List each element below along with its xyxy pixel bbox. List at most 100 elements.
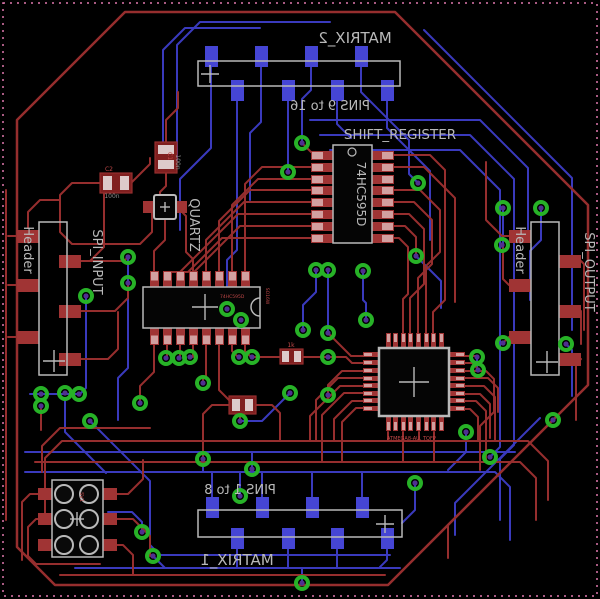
isp-pad[interactable]	[101, 488, 117, 500]
via[interactable]	[71, 386, 87, 402]
trace-top[interactable]	[179, 213, 312, 273]
spi-input-header-outline[interactable]	[38, 221, 68, 376]
via[interactable]	[558, 336, 574, 352]
trace-bottom[interactable]	[162, 27, 261, 161]
trace-top[interactable]	[333, 400, 372, 442]
spi-input-pad[interactable]	[59, 255, 81, 268]
label-matrix-1[interactable]: MATRIX_1	[200, 551, 273, 570]
via[interactable]	[134, 524, 150, 540]
trace-top[interactable]	[393, 237, 409, 334]
via[interactable]	[244, 461, 260, 477]
trace-top[interactable]	[27, 518, 101, 565]
spi-output-pad[interactable]	[559, 353, 581, 366]
trace-top[interactable]	[244, 344, 252, 358]
trace-top[interactable]	[231, 344, 239, 358]
trace-top[interactable]	[139, 344, 155, 404]
via[interactable]	[495, 200, 511, 216]
via[interactable]	[132, 395, 148, 411]
via[interactable]	[33, 398, 49, 414]
cap-c3-pad[interactable]	[245, 399, 253, 411]
via[interactable]	[294, 575, 310, 591]
via[interactable]	[545, 412, 561, 428]
via[interactable]	[219, 301, 235, 317]
label-spi-input[interactable]: SPI_INPUT	[89, 229, 104, 294]
trace-bottom[interactable]	[301, 65, 312, 144]
spi-input-pad[interactable]	[17, 331, 39, 344]
trace-top[interactable]	[130, 157, 151, 184]
via[interactable]	[78, 288, 94, 304]
trace-bottom[interactable]	[454, 417, 541, 536]
via[interactable]	[320, 349, 336, 365]
via[interactable]	[120, 249, 136, 265]
spi-input-pad[interactable]	[59, 353, 81, 366]
matrix2-connector-outline[interactable]	[197, 60, 401, 87]
isp-pad[interactable]	[101, 513, 117, 525]
trace-bottom[interactable]	[302, 269, 317, 331]
trace-top[interactable]	[44, 440, 549, 521]
label-74hc595d[interactable]: 74HC595D	[220, 294, 245, 300]
via[interactable]	[470, 362, 486, 378]
trace-bottom[interactable]	[386, 99, 431, 241]
via[interactable]	[458, 424, 474, 440]
via[interactable]	[244, 349, 260, 365]
trace-bottom[interactable]	[24, 471, 511, 541]
via[interactable]	[232, 488, 248, 504]
shift-register-pin1-mark[interactable]	[347, 147, 357, 157]
trace-top[interactable]	[485, 161, 510, 237]
spi-output-pad[interactable]	[509, 279, 531, 292]
trace-top[interactable]	[205, 201, 312, 272]
via[interactable]	[145, 548, 161, 564]
crystal-pad[interactable]	[175, 201, 187, 213]
trace-top[interactable]	[456, 400, 487, 463]
trace-top[interactable]	[202, 404, 230, 460]
resistor-r1-pad[interactable]	[294, 351, 301, 362]
matrix1-pad[interactable]	[381, 528, 394, 549]
trace-bottom[interactable]	[309, 119, 529, 241]
label-atmega8-au-tqfp[interactable]: ATMEGA8-AU, TQFP	[387, 436, 436, 442]
trace-top[interactable]	[27, 199, 61, 229]
spi-output-pad[interactable]	[509, 230, 531, 243]
via[interactable]	[407, 475, 423, 491]
matrix1-connector-outline[interactable]	[197, 509, 403, 538]
spi-input-pad[interactable]	[17, 230, 39, 243]
isp-pad[interactable]	[38, 513, 54, 525]
trace-top[interactable]	[502, 244, 510, 286]
matrix2-pad[interactable]	[205, 46, 218, 67]
crystal-pad[interactable]	[143, 201, 155, 213]
label-header[interactable]: Header	[20, 226, 35, 274]
via[interactable]	[195, 375, 211, 391]
via[interactable]	[358, 312, 374, 328]
trace-bottom[interactable]	[379, 548, 388, 568]
cap-c2-pad[interactable]	[103, 176, 112, 190]
matrix1-pad[interactable]	[206, 497, 219, 518]
isp-pin-hole[interactable]	[54, 484, 74, 504]
isp-pin-hole[interactable]	[54, 535, 74, 555]
trace-bottom[interactable]	[249, 65, 262, 201]
trace-bottom[interactable]	[336, 99, 352, 139]
label-header[interactable]: Header	[512, 226, 527, 274]
trace-bottom[interactable]	[64, 399, 107, 474]
label-c2[interactable]: C2	[105, 166, 113, 173]
trace-top[interactable]	[34, 461, 537, 521]
cap-c3-pad[interactable]	[232, 399, 240, 411]
spi-output-pad[interactable]	[509, 331, 531, 344]
trace-top[interactable]	[393, 225, 417, 257]
trace-bottom[interactable]	[329, 149, 501, 458]
via[interactable]	[232, 413, 248, 429]
label-100n[interactable]: 100n	[104, 193, 119, 200]
trace-bottom[interactable]	[401, 482, 416, 524]
label-100n[interactable]: 100n	[174, 154, 181, 169]
isp-pin-hole[interactable]	[79, 484, 99, 504]
label-so16w[interactable]: SO16W	[264, 288, 270, 305]
via[interactable]	[82, 413, 98, 429]
spi-output-pad[interactable]	[559, 305, 581, 318]
trace-bottom[interactable]	[565, 343, 573, 397]
via[interactable]	[320, 387, 336, 403]
label-pins-9-to-16[interactable]: PINS 9 to 16	[290, 99, 370, 114]
spi-input-pad[interactable]	[59, 305, 81, 318]
trace-bottom[interactable]	[319, 134, 515, 521]
label-shift-register[interactable]: SHIFT_REGISTER	[344, 127, 456, 143]
trace-top[interactable]	[15, 10, 590, 587]
matrix2-pad[interactable]	[355, 46, 368, 67]
